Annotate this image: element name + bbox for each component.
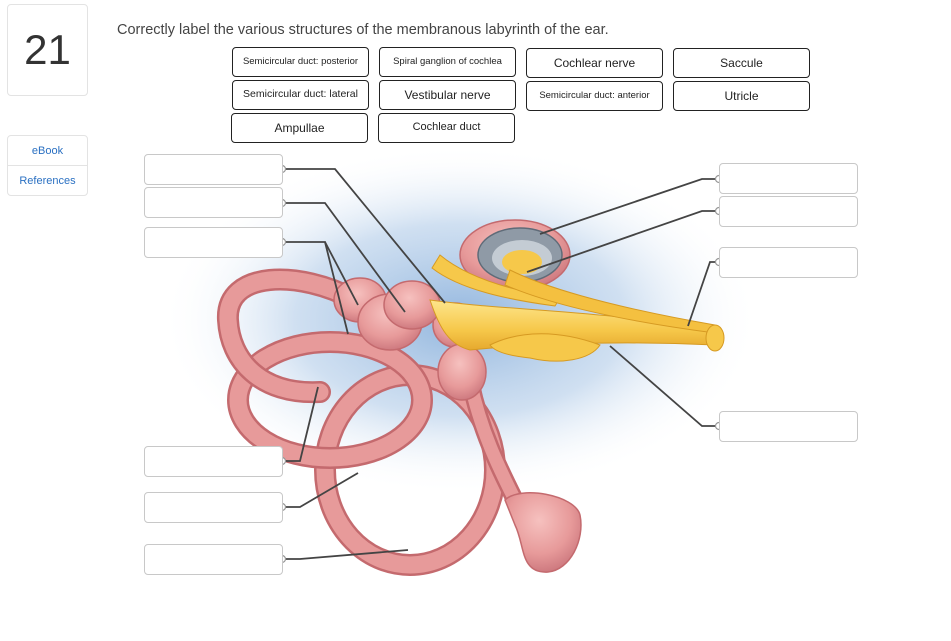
drop-target-left-1[interactable]	[144, 154, 283, 185]
label-chip-ampullae[interactable]: Ampullae	[231, 113, 368, 143]
drop-target-left-3[interactable]	[144, 227, 283, 258]
question-prompt: Correctly label the various structures o…	[117, 22, 609, 38]
label-chip-saccule[interactable]: Saccule	[673, 48, 810, 78]
label-chip-posterior-duct[interactable]: Semicircular duct: posterior	[232, 47, 369, 77]
drop-target-left-6[interactable]	[144, 544, 283, 575]
drop-target-right-4[interactable]	[719, 411, 858, 442]
endolymphatic-sac	[504, 492, 582, 573]
nerve-bundle	[429, 254, 725, 362]
drop-target-left-2[interactable]	[144, 187, 283, 218]
label-chip-anterior-duct[interactable]: Semicircular duct: anterior	[526, 81, 663, 111]
sidebar-links: eBook References	[7, 135, 88, 196]
question-number: 21	[7, 4, 88, 96]
leader-lines	[282, 168, 719, 560]
label-chip-vestibular-nerve[interactable]: Vestibular nerve	[379, 80, 516, 110]
drop-target-left-5[interactable]	[144, 492, 283, 523]
label-chip-spiral-ganglion[interactable]: Spiral ganglion of cochlea	[379, 47, 516, 77]
drop-target-right-2[interactable]	[719, 196, 858, 227]
drop-target-right-1[interactable]	[719, 163, 858, 194]
drop-target-left-4[interactable]	[144, 446, 283, 477]
cochlea-shape	[459, 219, 571, 291]
label-chip-cochlear-nerve[interactable]: Cochlear nerve	[526, 48, 663, 78]
label-chip-cochlear-duct[interactable]: Cochlear duct	[378, 113, 515, 143]
ebook-link[interactable]: eBook	[31, 144, 64, 157]
saccule-shape	[437, 343, 487, 401]
label-chip-lateral-duct[interactable]: Semicircular duct: lateral	[232, 80, 369, 110]
references-link[interactable]: References	[8, 165, 87, 195]
label-chip-utricle[interactable]: Utricle	[673, 81, 810, 111]
drop-target-right-3[interactable]	[719, 247, 858, 278]
